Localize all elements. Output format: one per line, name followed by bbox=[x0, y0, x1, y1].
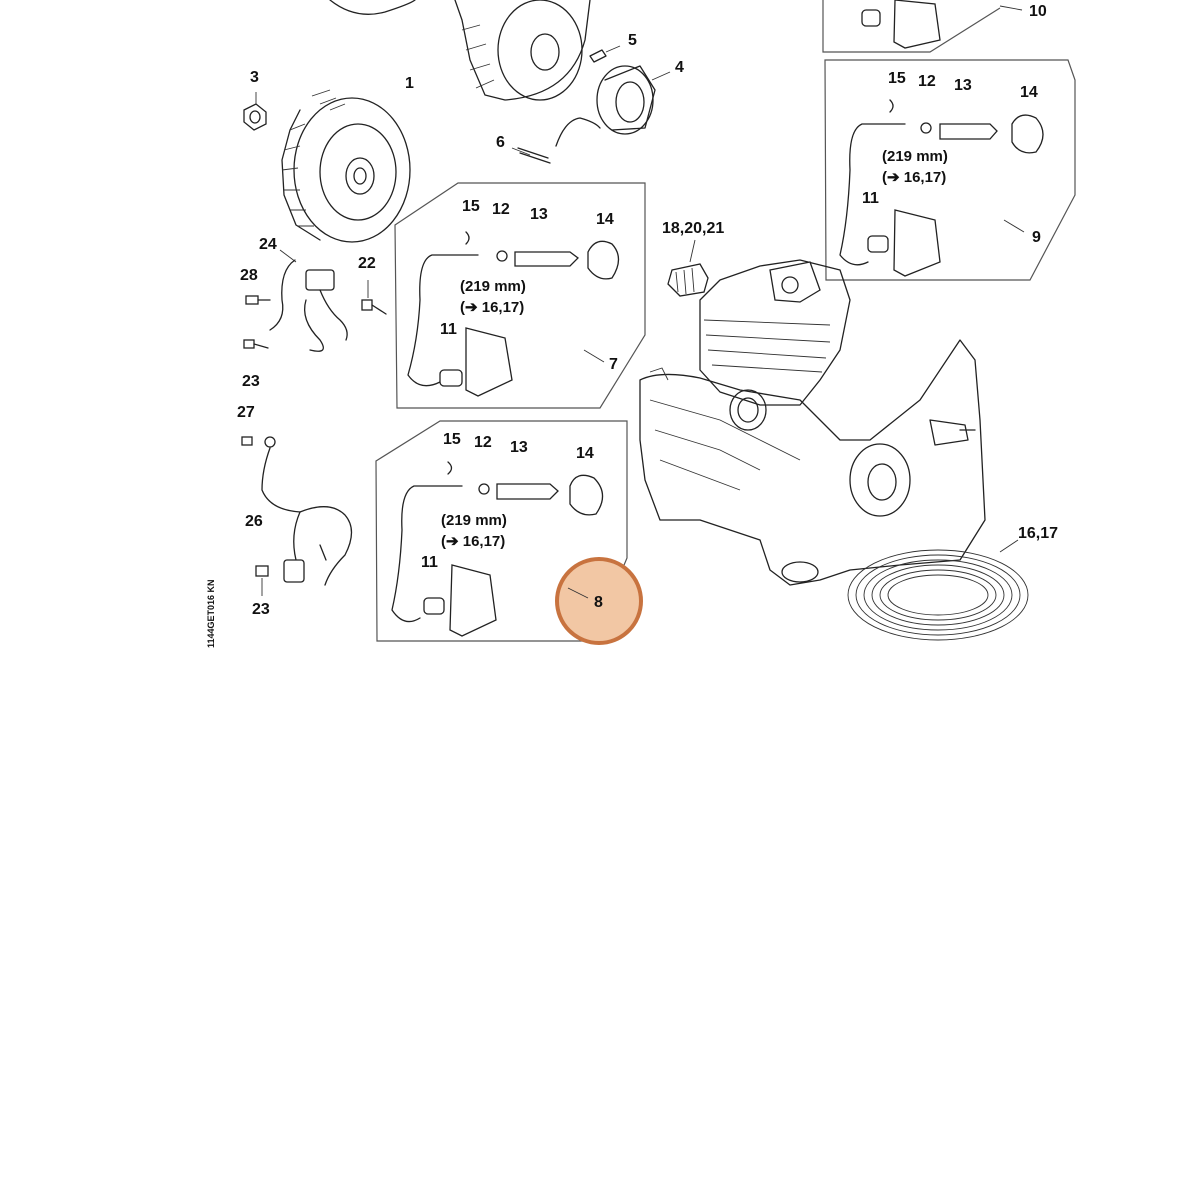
callout-18-20-21: 18,20,21 bbox=[662, 220, 724, 237]
g7-callout-13: 13 bbox=[530, 206, 548, 223]
engine-crankcase bbox=[639, 259, 986, 586]
g7-callout-12: 12 bbox=[492, 201, 510, 218]
screw-part-23-upper bbox=[243, 339, 269, 349]
g7-callout-14: 14 bbox=[596, 211, 614, 228]
callout-24: 24 bbox=[259, 236, 277, 253]
callout-9: 9 bbox=[1032, 229, 1041, 246]
callout-6: 6 bbox=[496, 134, 505, 151]
wiring-part-26 bbox=[283, 506, 353, 586]
g8-callout-12: 12 bbox=[474, 434, 492, 451]
screw-part-5 bbox=[589, 45, 621, 63]
g7-ref-note: (➔ 16,17) bbox=[460, 299, 524, 316]
callout-10: 10 bbox=[1029, 3, 1047, 20]
callout-28: 28 bbox=[240, 267, 258, 284]
callout-labels: 1 3 4 5 6 7 9 10 22 23 23 24 26 27 28 16… bbox=[206, 3, 1058, 648]
g7-callout-11: 11 bbox=[440, 321, 457, 338]
kit-box-8 bbox=[375, 420, 628, 642]
g8-callout-13: 13 bbox=[510, 439, 528, 456]
spring-part-6 bbox=[511, 117, 601, 164]
g8-callout-15: 15 bbox=[443, 431, 461, 448]
callout-16-17: 16,17 bbox=[1018, 525, 1058, 542]
callout-23-upper: 23 bbox=[242, 373, 260, 390]
g8-callout-14: 14 bbox=[576, 445, 594, 462]
callout-7: 7 bbox=[609, 356, 618, 373]
kit-box-7 bbox=[394, 182, 646, 409]
nut-part-3 bbox=[243, 92, 267, 131]
flywheel-top-partial bbox=[329, 0, 591, 101]
g8-ref-note: (➔ 16,17) bbox=[441, 533, 505, 550]
g9-length-note: (219 mm) bbox=[882, 148, 948, 165]
kit-box-9 bbox=[824, 59, 1076, 281]
drawing-code: 1144GET016 KN bbox=[206, 579, 216, 648]
callout-22: 22 bbox=[358, 255, 376, 272]
g9-callout-11: 11 bbox=[862, 190, 879, 207]
g9-callout-15: 15 bbox=[888, 70, 906, 87]
callout-27: 27 bbox=[237, 404, 255, 421]
kit-box-10-partial bbox=[822, 0, 1023, 53]
coiled-hose-part-16-17 bbox=[847, 539, 1029, 641]
ring-part-4 bbox=[596, 65, 671, 135]
screw-part-22 bbox=[361, 280, 387, 315]
g9-callout-13: 13 bbox=[954, 77, 972, 94]
g7-callout-15: 15 bbox=[462, 198, 480, 215]
callout-4: 4 bbox=[675, 59, 684, 76]
g8-callout-11: 11 bbox=[421, 554, 438, 571]
highlight-label-8[interactable]: 8 bbox=[594, 594, 603, 611]
g9-ref-note: (➔ 16,17) bbox=[882, 169, 946, 186]
wiring-harness-part-24 bbox=[269, 249, 348, 352]
flywheel-part-1 bbox=[281, 89, 411, 243]
g9-callout-12: 12 bbox=[918, 73, 936, 90]
g7-length-note: (219 mm) bbox=[460, 278, 526, 295]
valve-part-18-20-21 bbox=[667, 239, 709, 297]
g8-length-note: (219 mm) bbox=[441, 512, 507, 529]
screw-part-23-lower bbox=[255, 565, 269, 596]
callout-1: 1 bbox=[405, 75, 414, 92]
screw-part-28 bbox=[245, 295, 271, 305]
highlight-marker-8[interactable] bbox=[555, 557, 643, 645]
callout-5: 5 bbox=[628, 32, 637, 49]
callout-3: 3 bbox=[250, 69, 259, 86]
callout-23-lower: 23 bbox=[252, 601, 270, 618]
ground-wire-part-27 bbox=[241, 436, 301, 513]
callout-26: 26 bbox=[245, 513, 263, 530]
g9-callout-14: 14 bbox=[1020, 84, 1038, 101]
